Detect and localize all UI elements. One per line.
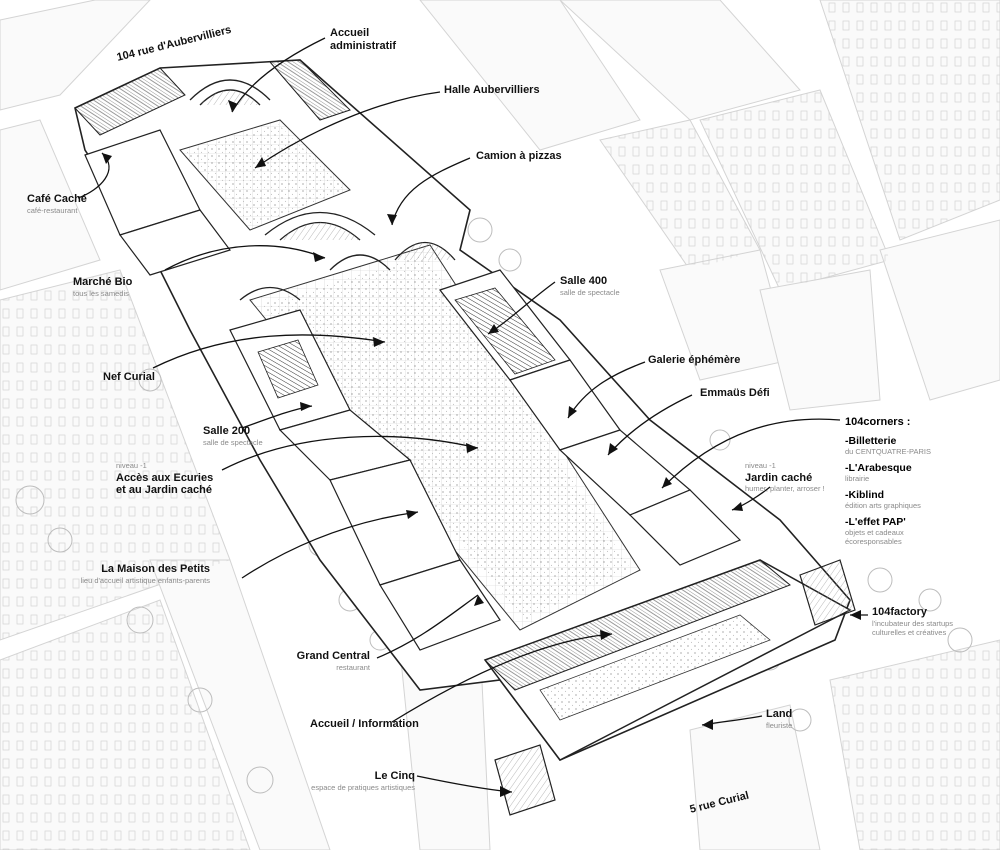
label-salle-200: Salle 200 salle de spectacle xyxy=(203,425,263,447)
curial-courtyard xyxy=(539,614,771,721)
label-subtitle: fleuriste xyxy=(766,720,793,730)
label-title: Galerie éphémère xyxy=(648,354,741,366)
label-title: Jardin caché xyxy=(745,471,813,484)
label-jardin-cache: niveau -1 Jardin caché humer, planter, a… xyxy=(745,461,825,494)
aubervilliers-roof-right xyxy=(268,59,351,121)
curial-roof xyxy=(484,559,791,691)
item-title: -L'effet PAP' xyxy=(845,516,906,528)
item-subtitle: du CENTQUATRE-PARIS xyxy=(845,447,931,456)
label-subtitle: espace de pratiques artistiques xyxy=(311,782,415,792)
item-subtitle-line2: écoresponsables xyxy=(845,537,902,546)
label-accueil-administratif: Accueil administratif xyxy=(330,27,396,52)
corners-item-billetterie: -Billetterie du CENTQUATRE-PARIS xyxy=(845,435,931,456)
leader-arrowheads xyxy=(102,100,861,797)
label-accueil-information: Accueil / Information xyxy=(310,718,419,731)
crowd xyxy=(260,255,630,620)
corners-item-effet-pap: -L'effet PAP' objets et cadeaux écorespo… xyxy=(845,516,931,546)
salle200-seats xyxy=(257,339,319,399)
corners-heading: 104corners : xyxy=(845,416,911,428)
cinq-pavilion xyxy=(494,744,556,816)
label-title-line2: administratif xyxy=(330,39,397,52)
label-halle-aubervilliers: Halle Aubervilliers xyxy=(444,84,540,97)
label-title: Accueil xyxy=(330,27,370,39)
label-cafe-cache: Café Caché café-restaurant xyxy=(27,193,87,215)
label-acces-ecuries: niveau -1 Accès aux Ecuries et au Jardin… xyxy=(116,461,214,497)
salle400-seats xyxy=(454,287,556,375)
label-subtitle: café-restaurant xyxy=(27,205,78,215)
label-maison-des-petits: La Maison des Petits lieu d'accueil arti… xyxy=(81,563,210,585)
label-level: niveau -1 xyxy=(745,461,776,470)
corners-item-kiblind: -Kiblind édition arts graphiques xyxy=(845,489,931,510)
label-title-line2: et au Jardin caché xyxy=(116,484,212,497)
label-galerie-ephemere: Galerie éphémère xyxy=(648,354,740,367)
item-subtitle: objets et cadeaux xyxy=(845,528,904,537)
label-emmaus-defi: Emmaüs Défi xyxy=(700,387,770,400)
label-land: Land fleuriste xyxy=(766,708,792,730)
label-nef-curial: Nef Curial xyxy=(103,371,155,384)
label-subtitle: humer, planter, arroser ! xyxy=(745,484,825,494)
label-subtitle-line2: culturelles et créatives xyxy=(872,628,947,638)
corners-item-arabesque: -L'Arabesque librairie xyxy=(845,462,931,483)
label-subtitle: tous les samedis xyxy=(73,288,129,298)
label-title: Salle 400 xyxy=(560,275,608,287)
label-subtitle: salle de spectacle xyxy=(560,287,620,297)
crowd-halle xyxy=(185,124,345,226)
label-title: Accueil / Information xyxy=(310,718,419,730)
label-title: Accès aux Ecuries xyxy=(116,471,214,484)
label-title: Le Cinq xyxy=(374,770,415,782)
corners-list: 104corners : -Billetterie du CENTQUATRE-… xyxy=(845,416,931,552)
item-subtitle: librairie xyxy=(845,474,870,483)
label-grand-central: Grand Central restaurant xyxy=(297,650,370,672)
aubervilliers-roof xyxy=(74,67,186,136)
label-salle-400: Salle 400 salle de spectacle xyxy=(560,275,620,297)
label-title: Camion à pizzas xyxy=(476,150,562,162)
label-level: niveau -1 xyxy=(116,461,147,470)
label-marche-bio: Marché Bio tous les samedis xyxy=(73,276,132,298)
label-title: Halle Aubervilliers xyxy=(444,84,540,96)
factory-pavilion xyxy=(799,559,856,626)
label-title: Land xyxy=(766,708,793,720)
item-title: -Billetterie xyxy=(845,435,897,447)
label-subtitle: lieu d'accueil artistique enfants-parent… xyxy=(80,575,210,585)
label-title: Grand Central xyxy=(296,650,370,662)
label-le-cinq: Le Cinq espace de pratiques artistiques xyxy=(311,770,415,792)
label-title: 104factory xyxy=(872,606,928,618)
label-subtitle: restaurant xyxy=(336,662,370,672)
label-title: Emmaüs Défi xyxy=(700,387,770,399)
label-subtitle: salle de spectacle xyxy=(203,437,263,447)
label-104factory: 104factory l'incubateur des startups cul… xyxy=(872,606,953,638)
label-title: Salle 200 xyxy=(203,425,251,437)
label-title: Café Caché xyxy=(27,193,87,205)
item-subtitle: édition arts graphiques xyxy=(845,501,921,510)
label-subtitle: l'incubateur des startups xyxy=(872,618,954,628)
label-title: Nef Curial xyxy=(103,371,155,383)
item-title: -L'Arabesque xyxy=(845,462,912,474)
label-title: Marché Bio xyxy=(73,276,133,288)
item-title: -Kiblind xyxy=(845,489,885,501)
label-camion-pizzas: Camion à pizzas xyxy=(476,150,562,163)
label-title: La Maison des Petits xyxy=(101,563,210,575)
